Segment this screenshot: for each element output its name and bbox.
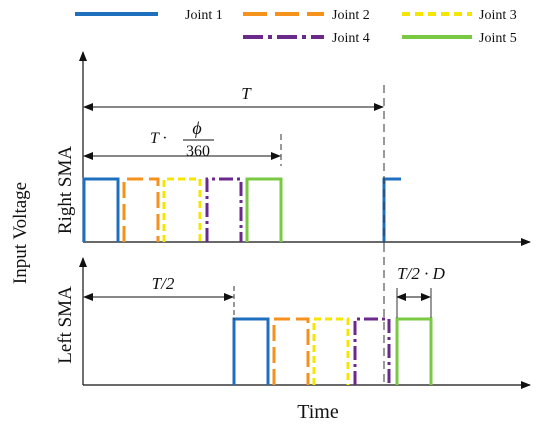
bottom-panel-label: Left SMA: [55, 286, 76, 364]
legend-label-joint-5: Joint 5: [479, 31, 517, 46]
legend-label-joint-3: Joint 3: [479, 8, 517, 23]
duty-label: T/2 · D: [397, 264, 445, 283]
legend-item-joint-3: Joint 3: [402, 8, 517, 23]
bottom-pulse-joint-3: [312, 317, 350, 385]
bottom-pulse-joint-5: [395, 317, 433, 385]
bottom-pulse-joint-2: [272, 317, 310, 385]
phase-label-numerator: ϕ: [192, 118, 201, 138]
top-pulse-joint-2: [122, 177, 160, 242]
bottom-pulse-joint-1: [232, 317, 270, 385]
legend-item-joint-1: Joint 1: [75, 8, 223, 23]
top-pulse-joint-1-next: [382, 177, 401, 242]
legend-item-joint-5: Joint 5: [402, 31, 517, 46]
top-panel: Right SMA T T · ϕ 360: [55, 51, 531, 246]
top-pulse-joint-5: [245, 177, 283, 242]
bottom-panel: Left SMA T/2 T/2 · D: [55, 244, 531, 389]
legend-label-joint-1: Joint 1: [185, 8, 223, 23]
y-axis-label: Input Voltage: [10, 182, 31, 284]
half-period-label: T/2: [152, 274, 175, 293]
legend-item-joint-4: Joint 4: [243, 31, 370, 46]
legend: Joint 1 Joint 2 Joint 3 Joint 4 Joint 5: [75, 8, 517, 46]
legend-label-joint-2: Joint 2: [332, 8, 370, 23]
period-label: T: [241, 84, 252, 103]
legend-label-joint-4: Joint 4: [332, 31, 370, 46]
legend-item-joint-2: Joint 2: [243, 8, 370, 23]
phase-label-lead: T ·: [150, 130, 167, 147]
top-pulse-joint-1: [82, 177, 120, 242]
top-pulse-joint-3: [162, 177, 202, 242]
x-axis-label: Time: [297, 401, 339, 423]
bottom-pulse-joint-4: [353, 317, 391, 385]
top-pulse-joint-4: [205, 177, 243, 242]
phase-label-denominator: 360: [186, 143, 210, 160]
top-panel-label: Right SMA: [55, 146, 76, 234]
